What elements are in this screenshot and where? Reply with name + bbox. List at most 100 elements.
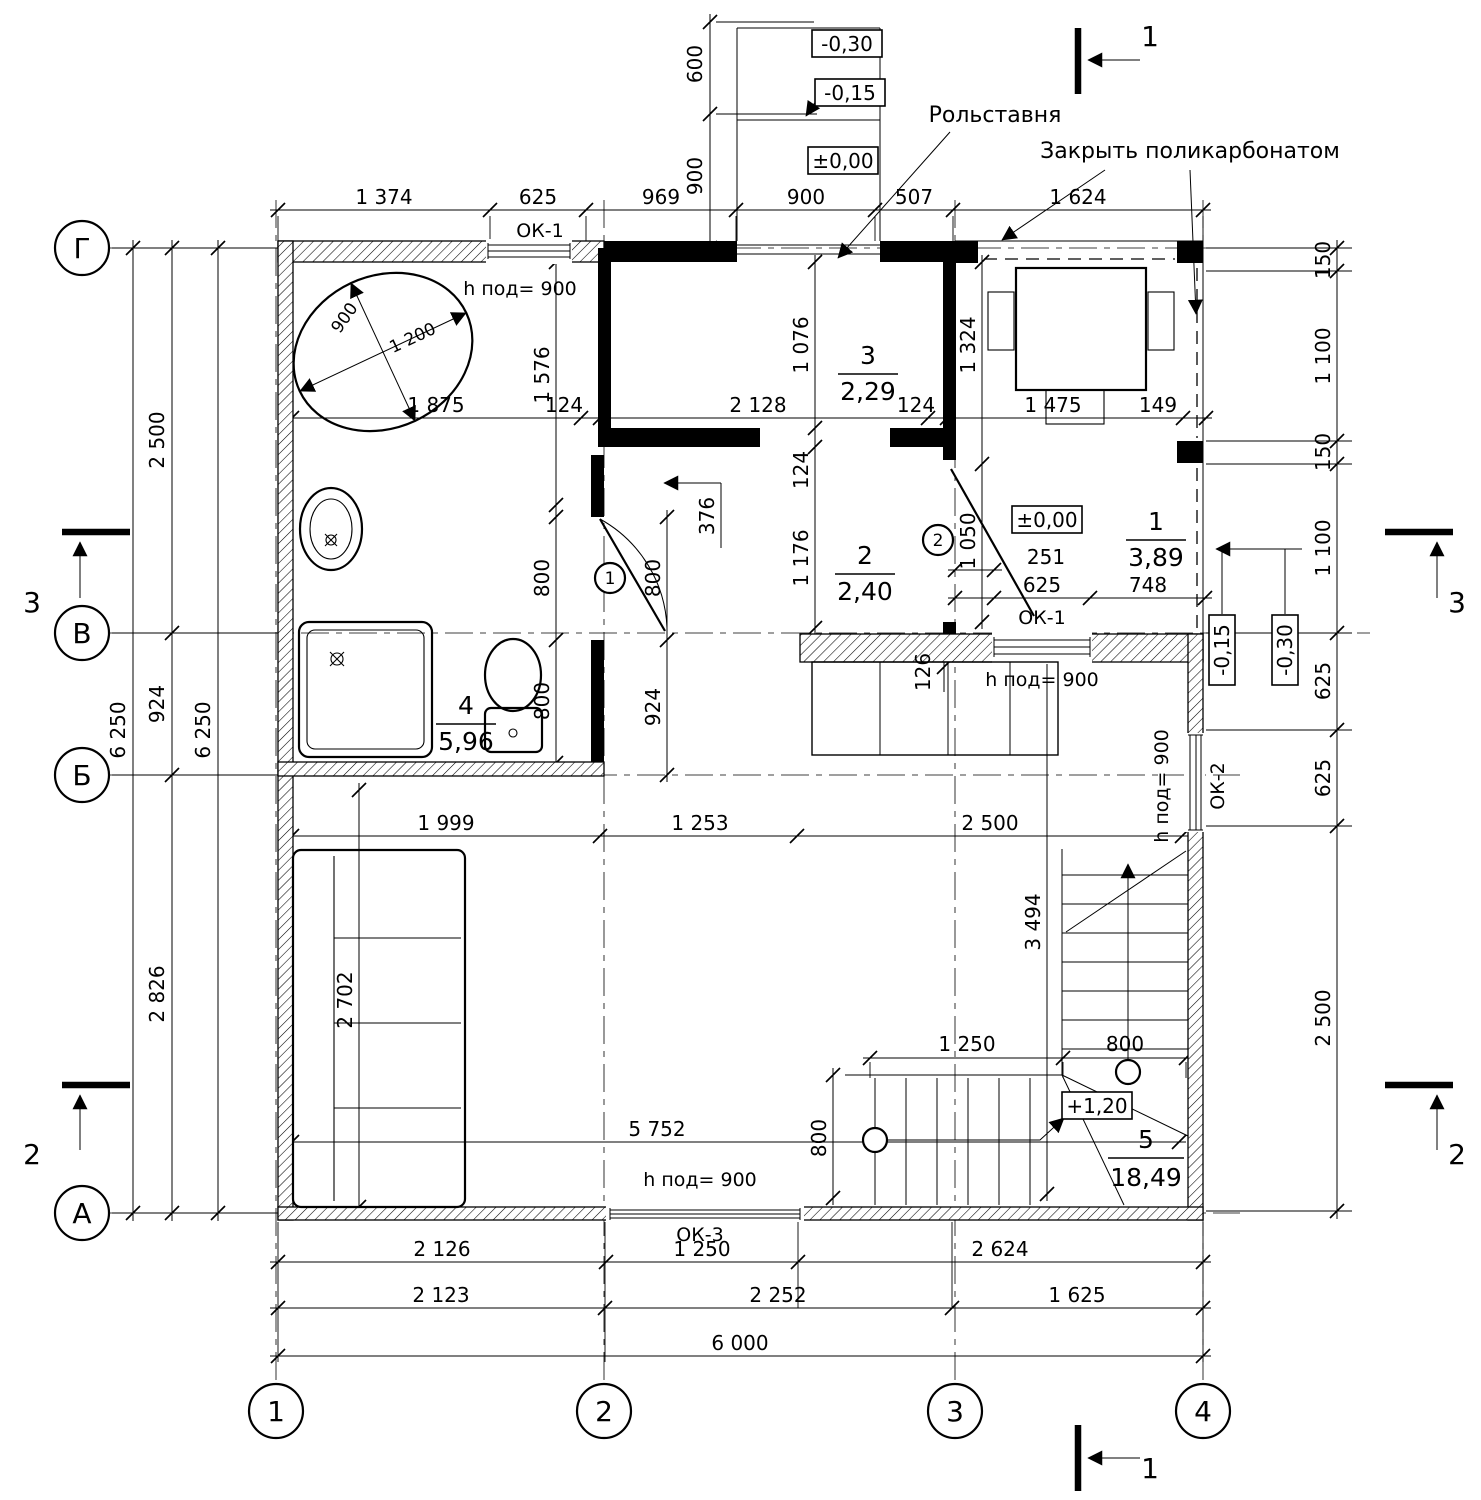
dim-label: 800 — [530, 682, 554, 720]
room-area: 5,96 — [438, 727, 494, 756]
dim-label: 376 — [695, 497, 719, 535]
dim-label: 2 826 — [145, 965, 169, 1022]
callouts: Рольставня Закрыть поликарбонатом — [837, 103, 1340, 315]
window-ok1-top — [486, 239, 572, 264]
window-ok2 — [1184, 733, 1205, 832]
dim-label: 1 475 — [1024, 393, 1081, 417]
section-marks: 1 1 3 3 2 2 — [23, 20, 1466, 1491]
dim-label: 2 128 — [729, 393, 786, 417]
door-1-swing — [599, 518, 668, 629]
dim-label: 5 752 — [628, 1117, 685, 1141]
dining-table — [987, 266, 1175, 425]
room-area: 3,89 — [1128, 543, 1184, 572]
sill-label: h под= 900 — [643, 1169, 757, 1191]
level-value: -0,30 — [1273, 624, 1297, 676]
section-label: 3 — [1448, 586, 1466, 619]
dim-label: 625 — [1311, 759, 1335, 797]
terrace-boundary — [955, 240, 1204, 634]
dim-label: 1 176 — [789, 529, 813, 586]
sink — [298, 486, 364, 572]
doors — [599, 468, 1035, 632]
dim-label: 969 — [642, 185, 680, 209]
axis-col-label: 3 — [946, 1395, 964, 1428]
dim-label: 1 324 — [956, 316, 980, 373]
kitchen-counter — [811, 661, 1059, 756]
axis-col-label: 1 — [267, 1395, 285, 1428]
window-label: ОК-1 — [516, 220, 563, 242]
door-1-leaf — [599, 518, 666, 632]
level-marks: -0,30 -0,15 ±0,00 ±0,00 +1,20 -0,15 -0,3… — [807, 29, 1302, 1120]
sill-label: h под= 900 — [463, 278, 577, 300]
axis-row-label: Б — [72, 759, 91, 792]
room-number: 5 — [1138, 1125, 1154, 1154]
annotation-polycarbonate: Закрыть поликарбонатом — [1040, 139, 1340, 164]
level-value: -0,15 — [1210, 624, 1234, 676]
dim-label: 1 875 — [407, 393, 464, 417]
level-value: -0,15 — [824, 81, 876, 105]
dim-label: 1 625 — [1048, 1283, 1105, 1307]
dim-label: 2 123 — [412, 1283, 469, 1307]
room-area: 2,40 — [837, 577, 893, 606]
dim-label: 2 702 — [333, 971, 357, 1028]
dim-label: 800 — [807, 1119, 831, 1157]
section-label: 3 — [23, 586, 41, 619]
level-value: ±0,00 — [812, 149, 873, 173]
door-number: 1 — [605, 569, 616, 589]
staircase — [845, 849, 1189, 1206]
dim-label: 2 500 — [145, 411, 169, 468]
dim-label: 150 — [1311, 241, 1335, 279]
dim-label: 900 — [327, 299, 362, 337]
window-label: ОК-1 — [1018, 607, 1065, 629]
dim-label: 625 — [1023, 573, 1061, 597]
dim-label: 1 050 — [956, 512, 980, 569]
dim-label: 2 500 — [961, 811, 1018, 835]
dim-label: 124 — [789, 451, 813, 489]
windows — [486, 239, 1205, 1222]
room-number: 2 — [857, 541, 873, 570]
dim-label: 124 — [897, 393, 935, 417]
room-number: 4 — [458, 691, 474, 720]
dim-label: 150 — [1311, 433, 1335, 471]
dim-label: 251 — [1027, 545, 1065, 569]
axis-row-label: А — [72, 1197, 91, 1230]
chair — [1045, 389, 1105, 425]
dim-label: 1 999 — [417, 811, 474, 835]
axis-col-label: 4 — [1194, 1395, 1212, 1428]
axis-col-label: 2 — [595, 1395, 613, 1428]
window-label: ОК-2 — [1207, 762, 1229, 809]
sill-label: h под= 900 — [1151, 729, 1173, 843]
dimension-texts: 1 374 625 969 900 507 1 624 600 900 2 50… — [106, 45, 1335, 1355]
dim-label: 126 — [911, 653, 935, 691]
dimension-lines — [132, 14, 1338, 1357]
dim-label: 1 100 — [1311, 327, 1335, 384]
dim-label: 6 250 — [106, 701, 130, 758]
door-marks: 1 2 — [593, 523, 955, 595]
chair — [987, 291, 1015, 351]
dim-label: 1 200 — [387, 319, 440, 358]
level-value: +1,20 — [1066, 1094, 1127, 1118]
door-2-leaf — [950, 468, 1035, 617]
dim-label: 507 — [895, 185, 933, 209]
axis-row-label: Г — [73, 232, 90, 265]
section-label: 2 — [23, 1138, 41, 1171]
stair-run-arrow — [887, 1117, 1065, 1141]
window-label: ОК-3 — [676, 1224, 723, 1246]
extension-lines — [112, 21, 1352, 1362]
chair — [1147, 291, 1175, 351]
window-labels: ОК-1 h под= 900 ОК-1 h под= 900 ОК-2 h п… — [463, 220, 1229, 1246]
dim-label: 800 — [1106, 1032, 1144, 1056]
room-area: 2,29 — [840, 377, 896, 406]
dim-label: 6 000 — [711, 1331, 768, 1355]
dim-label: 900 — [683, 157, 707, 195]
door-number: 2 — [933, 531, 944, 551]
dim-label: 1 076 — [789, 316, 813, 373]
dim-label: 6 250 — [191, 701, 215, 758]
sill-label: h под= 900 — [985, 669, 1099, 691]
dim-label: 625 — [1311, 662, 1335, 700]
window-ok1-right — [992, 632, 1092, 664]
room-area: 18,49 — [1110, 1163, 1182, 1192]
dim-label: 1 100 — [1311, 519, 1335, 576]
room-number: 3 — [860, 341, 876, 370]
annotation-shutter: Рольставня — [929, 103, 1062, 128]
